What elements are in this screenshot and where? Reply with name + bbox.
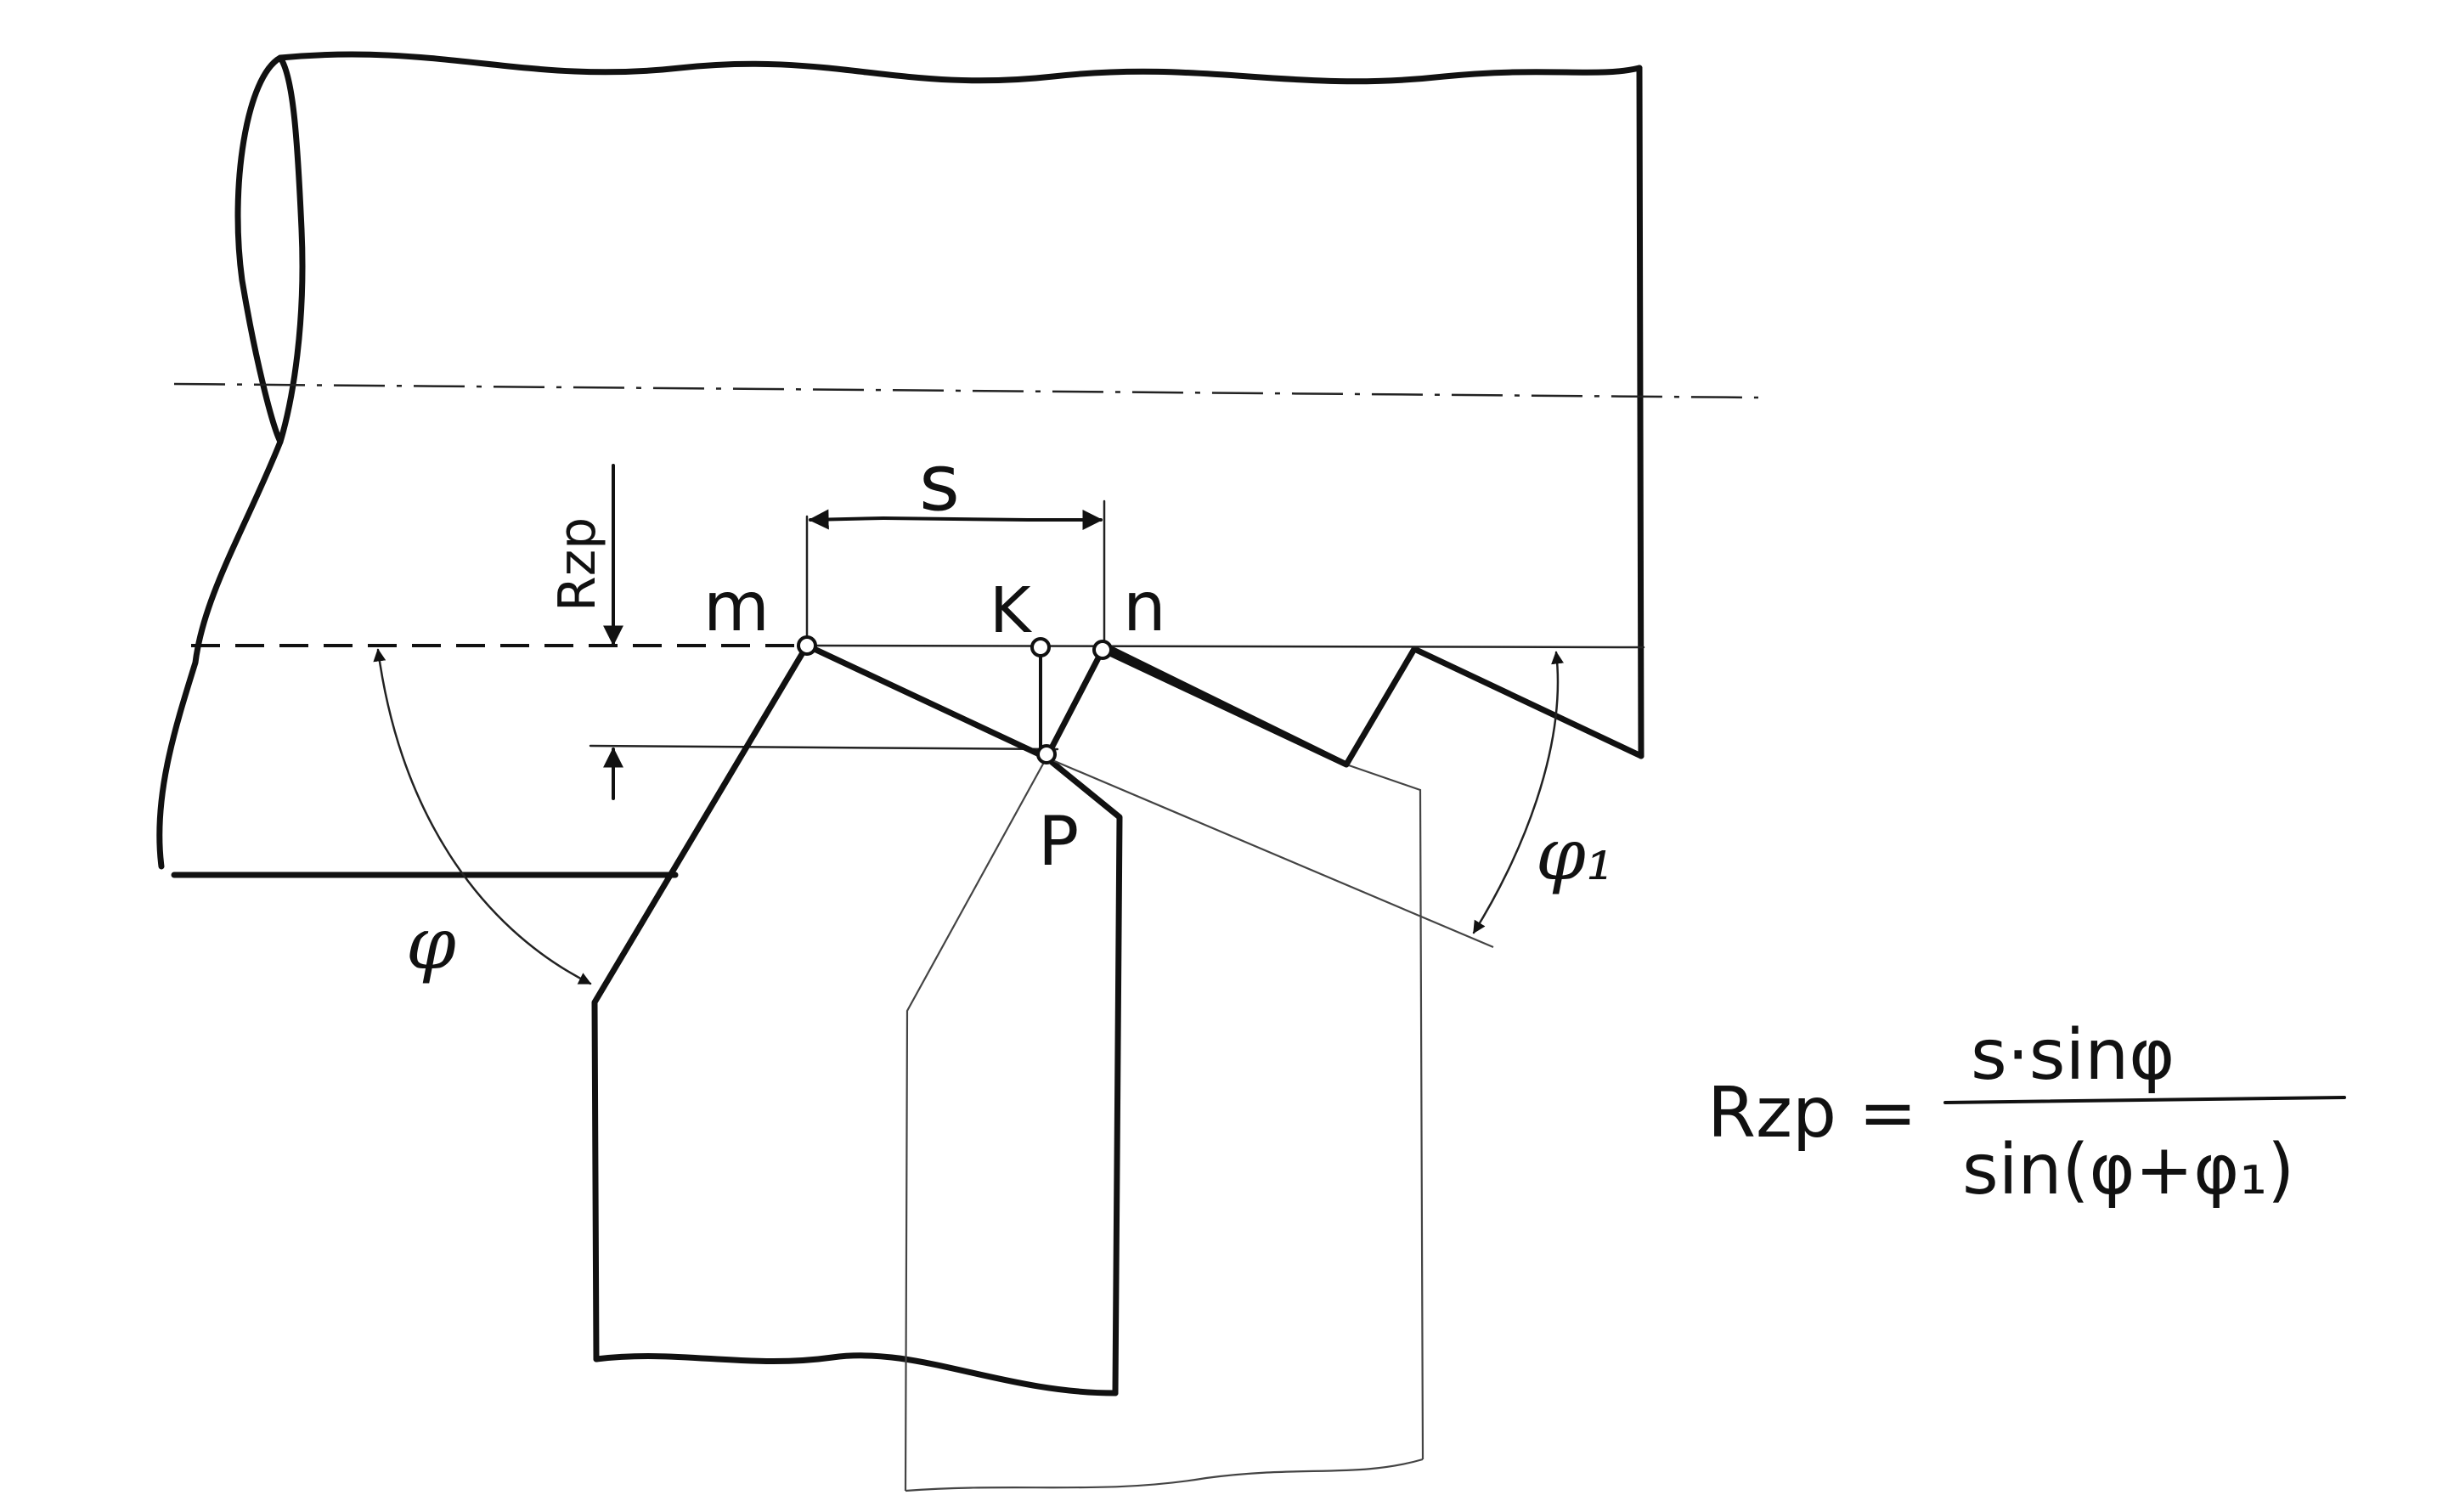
rzp-lower-line — [589, 744, 1059, 751]
s-dimension — [805, 499, 1106, 649]
edge-n-main — [1099, 646, 1350, 768]
machined-surface-profile — [1101, 642, 1644, 768]
shaft-top-edge — [277, 51, 1643, 85]
label-rzp: Rzp — [548, 517, 607, 612]
surface-level-line-right — [805, 644, 1645, 649]
formula-fraction-bar — [1943, 1096, 2346, 1104]
cutting-tool-main — [591, 642, 1123, 1396]
phi-angle-arc — [373, 648, 592, 985]
shaft-axis-centerline — [173, 382, 1759, 399]
tool-bottom-break — [593, 1352, 1119, 1396]
workpiece-shaft — [156, 51, 1644, 878]
shaft-right-face — [1636, 65, 1644, 759]
formula-lhs: Rzp = — [1707, 1073, 1917, 1154]
rzp-formula: Rzp = s·sinφ sin(φ+φ₁) — [1707, 1015, 2346, 1210]
label-m: m — [703, 567, 770, 646]
point-p — [1036, 744, 1057, 764]
point-m — [797, 635, 817, 656]
label-s: s — [919, 437, 960, 528]
phi1-angle-arc — [1472, 651, 1564, 934]
formula-numerator: s·sinφ — [1971, 1015, 2175, 1096]
cutting-tool-ghost — [904, 756, 1494, 1492]
edge-n-to-p — [1043, 646, 1106, 761]
label-p: P — [1038, 802, 1079, 881]
label-phi: φ — [406, 902, 456, 985]
formula-denominator: sin(φ+φ₁) — [1962, 1130, 2294, 1210]
label-k: K — [990, 574, 1033, 647]
point-k — [1030, 637, 1051, 657]
point-n — [1092, 640, 1113, 660]
label-n: n — [1123, 567, 1166, 646]
shaft-left-edge — [156, 438, 284, 870]
label-phi1: φ₁ — [1536, 813, 1615, 896]
